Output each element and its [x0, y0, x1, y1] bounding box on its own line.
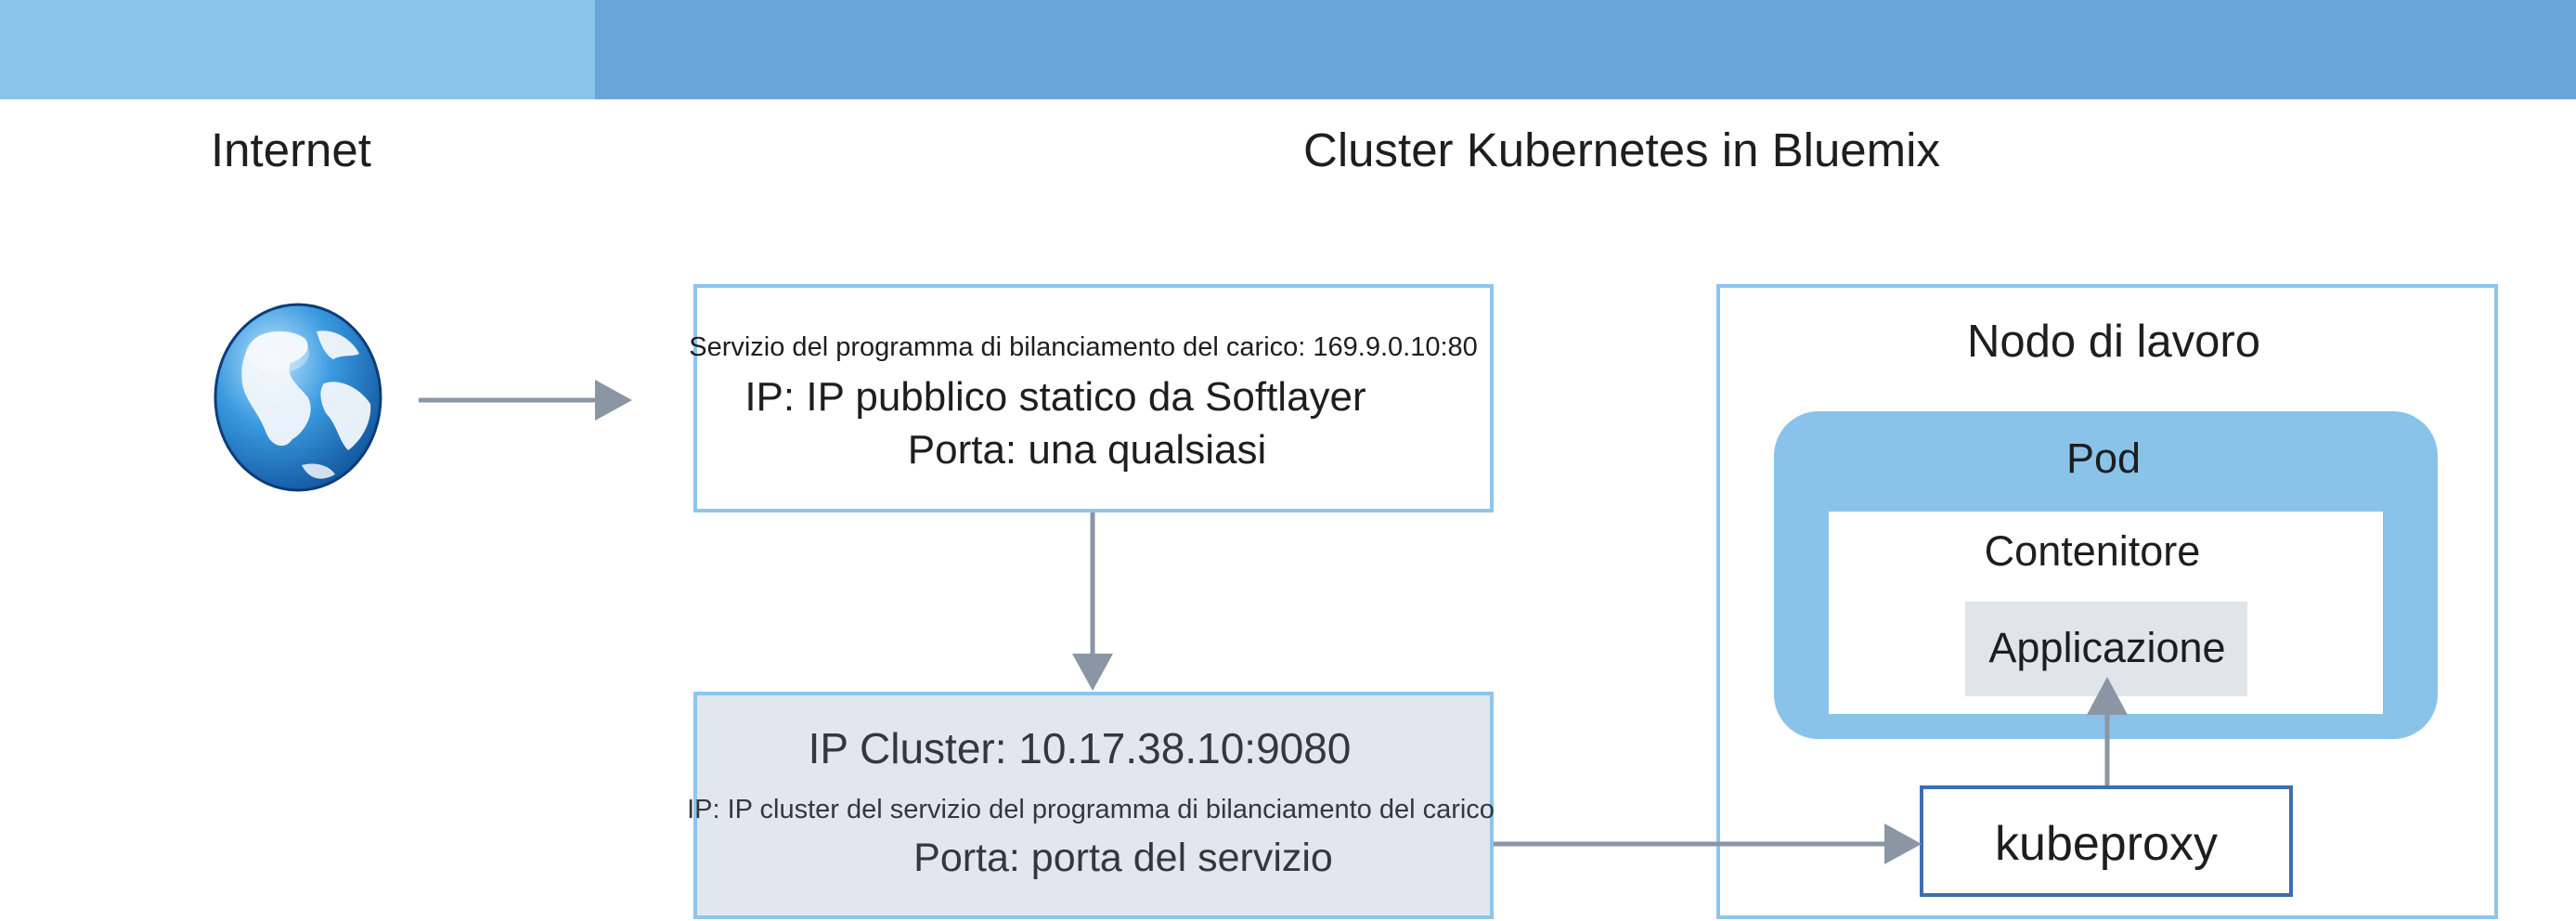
- cluster-title: Cluster Kubernetes in Bluemix: [1303, 123, 1940, 176]
- pod-title: Pod: [2065, 435, 2142, 482]
- internet-to-lb-arrowhead: [595, 380, 632, 421]
- load-balancer-service-box: [693, 284, 1494, 512]
- container-title: Contenitore: [1984, 527, 2201, 575]
- lb-service-title: Servizio del programma di bilanciamento …: [689, 332, 1478, 362]
- header-band-left: [0, 0, 595, 99]
- lb-port-text: Porta: una qualsiasi: [907, 427, 1267, 473]
- kubeproxy-label: kubeproxy: [1995, 817, 2218, 871]
- lb-to-cluster-arrowhead: [1072, 654, 1113, 691]
- worker-node-title: Nodo di lavoro: [1967, 317, 2260, 367]
- cluster-port-text: Porta: porta del servizio: [913, 836, 1333, 880]
- internet-label: Internet: [211, 123, 371, 176]
- header-band-right: [595, 0, 2576, 99]
- globe-icon: [213, 302, 383, 493]
- application-label: Applicazione: [1988, 624, 2226, 671]
- cluster-ip-description: IP: IP cluster del servizio del programm…: [687, 795, 1495, 824]
- cluster-ip-box: [693, 692, 1494, 919]
- cluster-ip-title: IP Cluster: 10.17.38.10:9080: [808, 724, 1352, 772]
- kubeproxy-box: [1920, 785, 2293, 897]
- lb-ip-text: IP: IP pubblico statico da Softlayer: [744, 374, 1366, 420]
